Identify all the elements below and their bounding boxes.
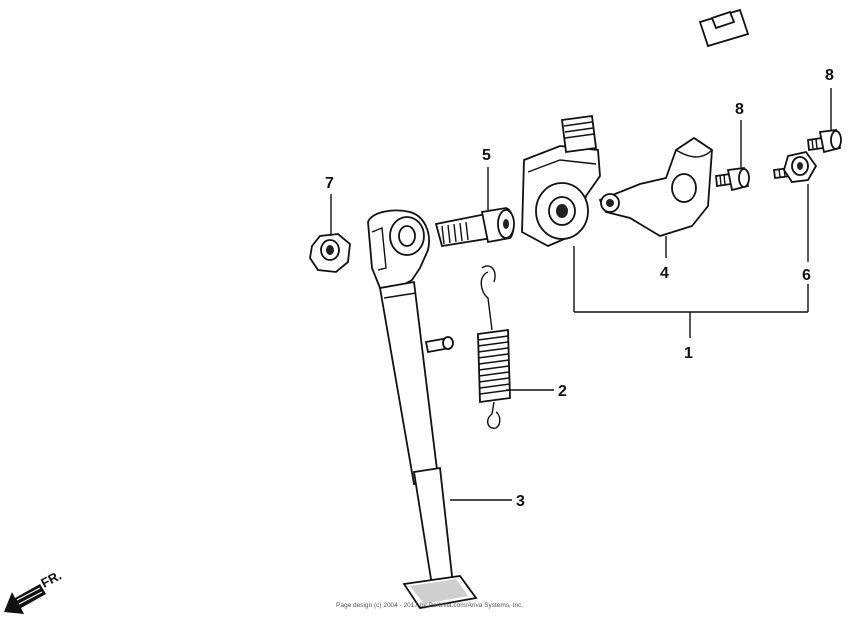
- callout-2: 2: [558, 383, 567, 400]
- callout-5: 5: [482, 147, 491, 164]
- bolt-8-right[interactable]: [807, 129, 842, 154]
- nut-7[interactable]: [309, 233, 351, 273]
- switch-cover-4[interactable]: [598, 136, 713, 237]
- pivot-bolt-5[interactable]: [434, 207, 515, 248]
- arrow-left-down-icon: [4, 584, 46, 614]
- callout-1: 1: [684, 345, 693, 362]
- front-label: FR.: [38, 568, 64, 591]
- callout-8-left: 8: [735, 101, 744, 118]
- spring-2[interactable]: [477, 265, 511, 429]
- side-stand[interactable]: [367, 209, 478, 609]
- callout-8-right: 8: [825, 67, 834, 84]
- copyright-footer: Page design (c) 2004 - 2017 by Partzilla…: [336, 602, 523, 609]
- callout-6: 6: [802, 267, 811, 284]
- screw-6[interactable]: [772, 150, 818, 183]
- leader-lines: [330, 88, 832, 501]
- callout-3: 3: [516, 493, 525, 510]
- side-stand-switch-1[interactable]: [521, 8, 750, 247]
- front-direction-indicator: FR.: [4, 568, 64, 614]
- callout-4: 4: [660, 265, 669, 282]
- callout-7: 7: [325, 175, 334, 192]
- bolt-8-left[interactable]: [715, 167, 750, 192]
